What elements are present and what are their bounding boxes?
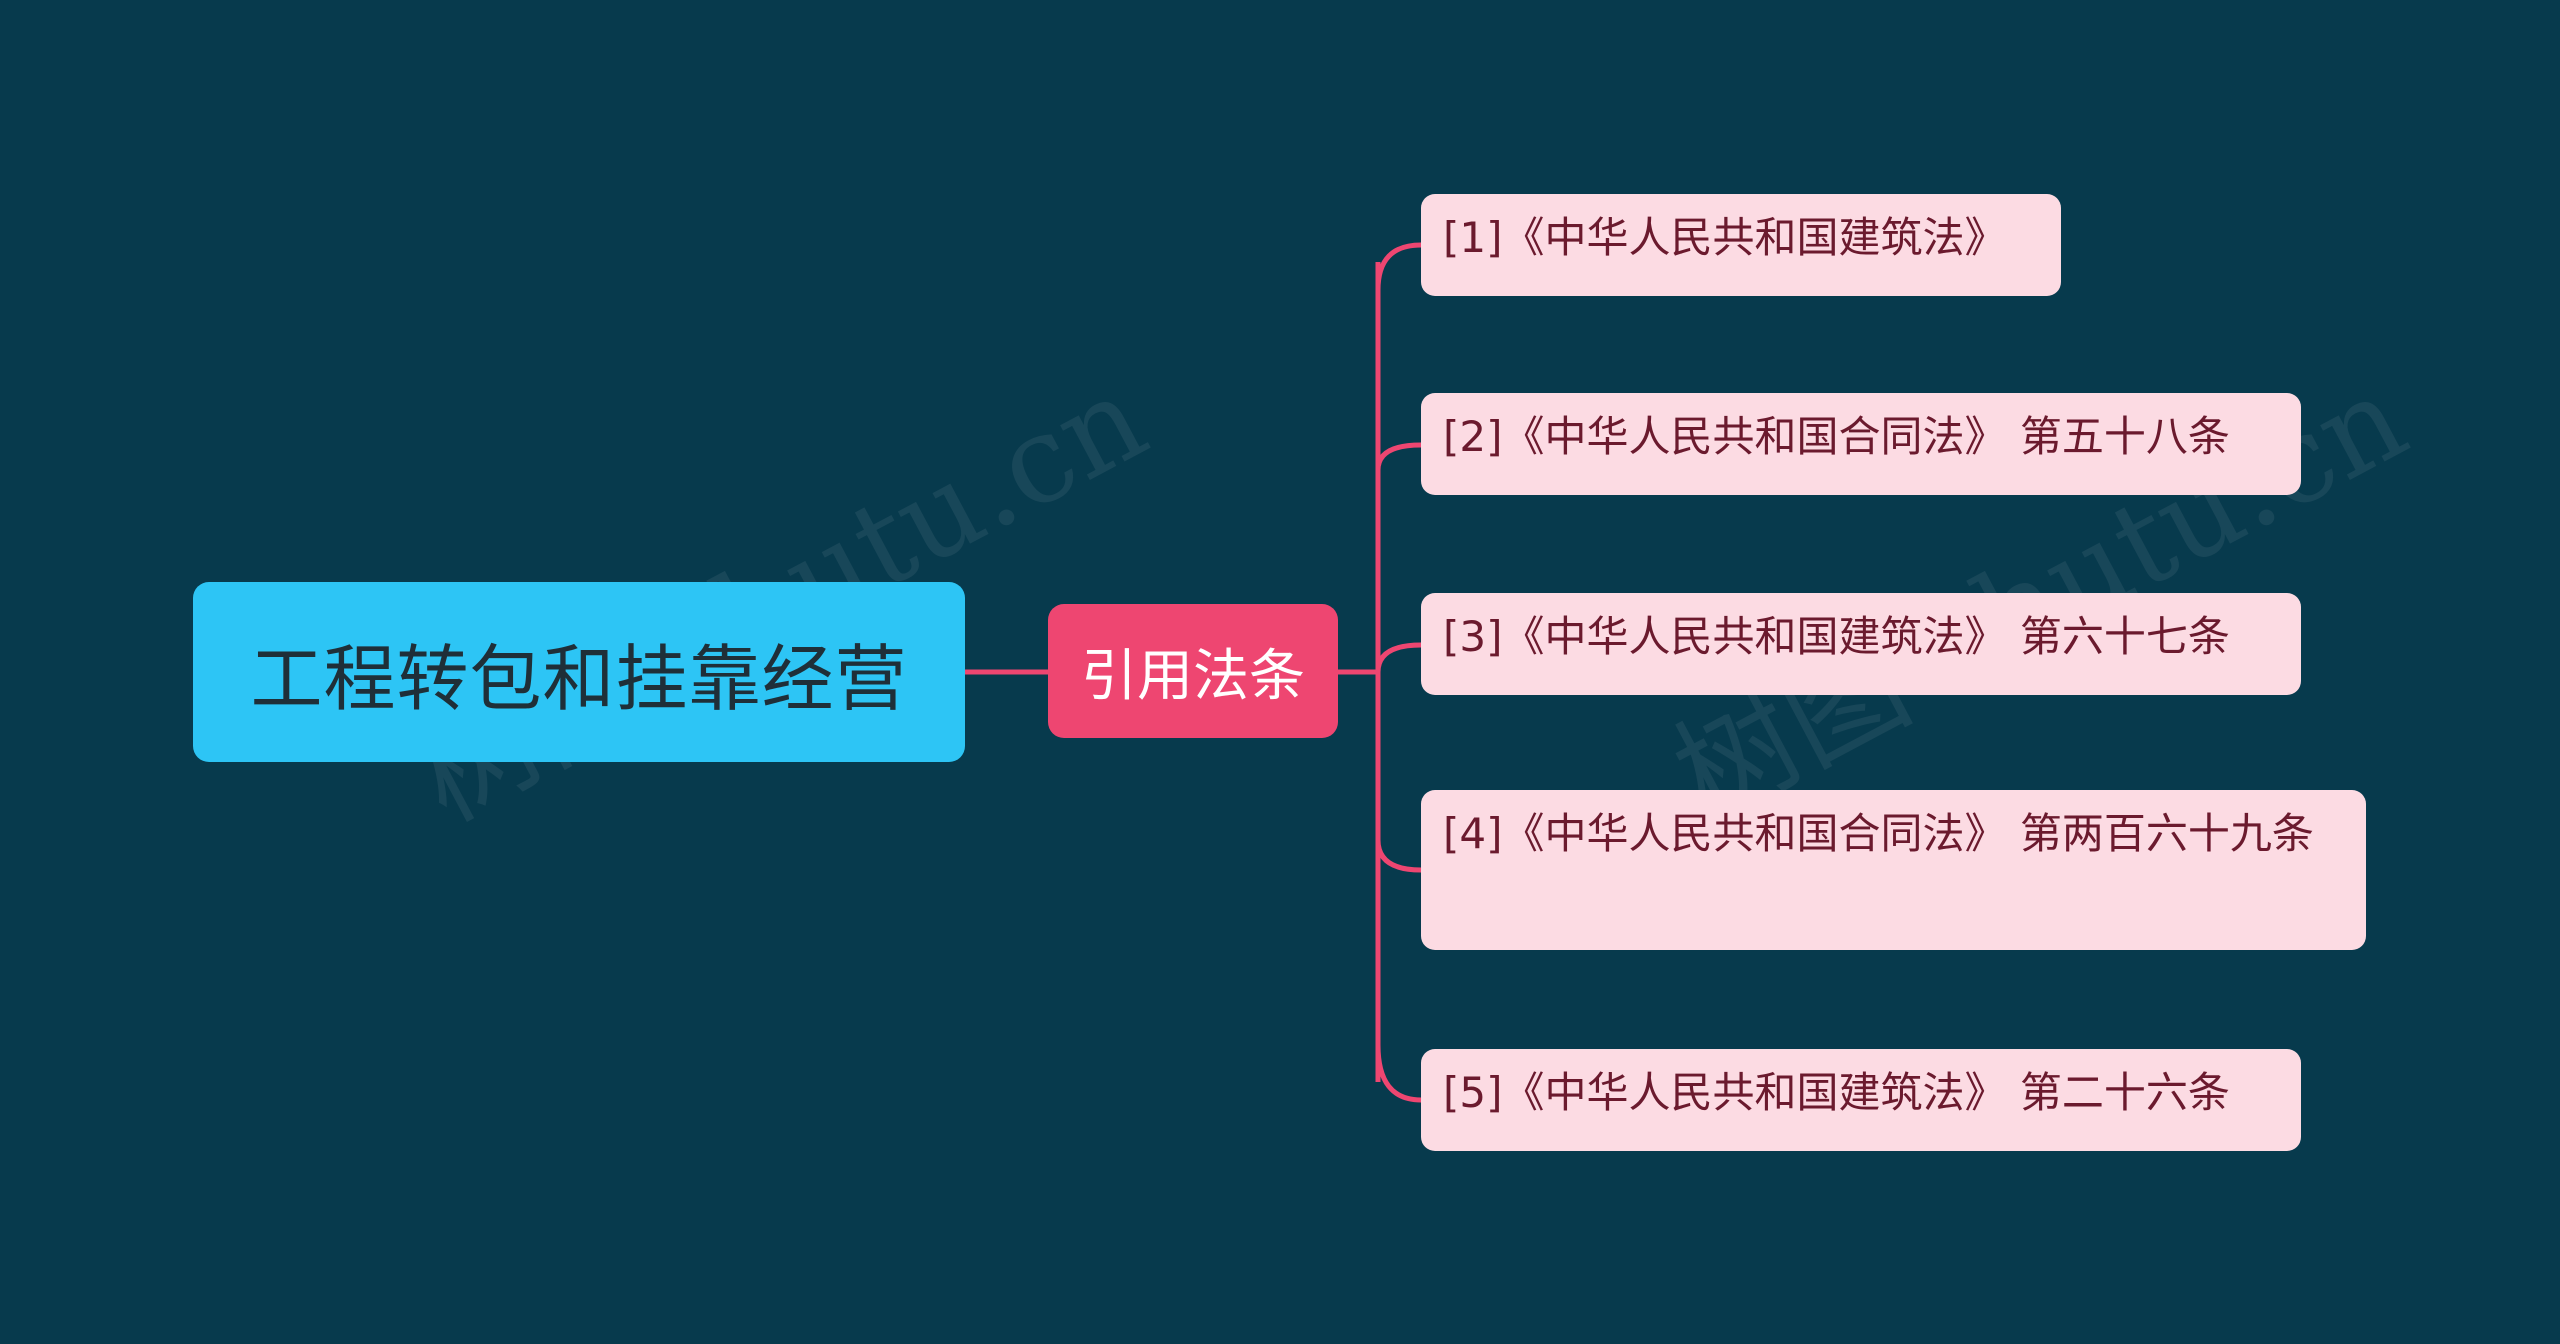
leaf-node-5[interactable]: [5]《中华人民共和国建筑法》 第二十六条 — [1421, 1049, 2301, 1151]
branch-trunk-line — [1338, 262, 1381, 1082]
leaf-node-label: [4]《中华人民共和国合同法》 第两百六十九条 — [1443, 809, 2314, 858]
leaf-connector-2 — [1375, 442, 1422, 471]
leaf-node-label: [3]《中华人民共和国建筑法》 第六十七条 — [1443, 612, 2230, 661]
branch-node-citations[interactable]: 引用法条 — [1048, 604, 1338, 738]
leaf-node-4[interactable]: [4]《中华人民共和国合同法》 第两百六十九条 — [1421, 790, 2366, 950]
leaf-connector-4 — [1375, 839, 1422, 873]
leaf-node-2[interactable]: [2]《中华人民共和国合同法》 第五十八条 — [1421, 393, 2301, 495]
leaf-node-3[interactable]: [3]《中华人民共和国建筑法》 第六十七条 — [1421, 593, 2301, 695]
leaf-connector-1 — [1375, 242, 1422, 291]
branch-node-label: 引用法条 — [1081, 643, 1305, 709]
leaf-connector-3 — [1375, 642, 1422, 673]
root-node-label: 工程转包和挂靠经营 — [250, 636, 908, 721]
leaf-node-label: [1]《中华人民共和国建筑法》 — [1443, 213, 2007, 262]
leaf-node-label: [5]《中华人民共和国建筑法》 第二十六条 — [1443, 1068, 2230, 1117]
leaf-node-label: [2]《中华人民共和国合同法》 第五十八条 — [1443, 412, 2230, 461]
leaf-node-1[interactable]: [1]《中华人民共和国建筑法》 — [1421, 194, 2061, 296]
leaf-connector-5 — [1375, 1044, 1422, 1103]
root-node[interactable]: 工程转包和挂靠经营 — [193, 582, 965, 762]
